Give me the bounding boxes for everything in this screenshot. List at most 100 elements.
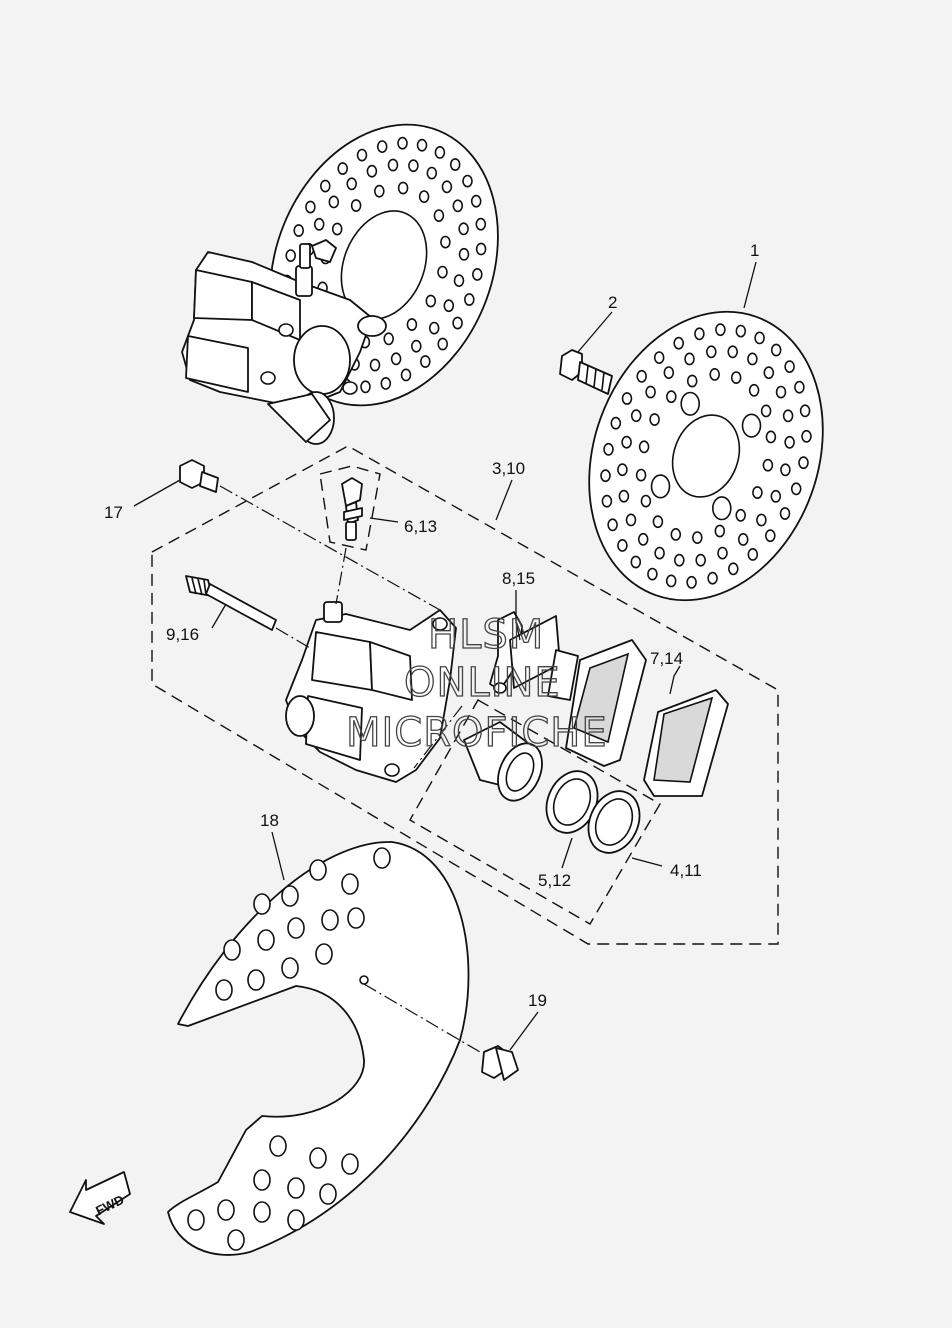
disc-vent-hole [790,482,802,496]
guard-vent-hole [253,1169,271,1191]
disc-vent-hole [360,380,371,394]
disc-guard-part-18 [167,841,470,1256]
disc-vent-hole [383,332,395,346]
disc-vent-hole [647,567,658,581]
guard-vent-hole [223,939,241,961]
disc-vent-hole [637,532,649,546]
guard-vent-hole [321,909,339,931]
disc-vent-hole [449,158,461,171]
disc-vent-hole [621,392,633,405]
disc-vent-hole [730,371,742,384]
disc-vent-hole [313,217,325,231]
disc-vent-hole [617,463,628,477]
disc-vent-hole [458,247,470,261]
disc-vent-hole [794,380,805,394]
disc-vent-hole [649,413,660,426]
alignment-lines [219,485,481,1053]
disc-slot-hole [741,413,762,438]
disc-vent-hole [798,456,809,470]
disc-vent-hole [779,507,791,520]
disc-vent-hole [691,531,703,544]
disc-vent-hole [293,224,305,237]
disc-vent-hole [645,385,656,399]
guard-vent-hole [217,1199,235,1221]
disc-vent-hole [610,416,622,430]
guard-vent-hole [347,907,365,929]
disc-vent-hole [670,528,682,541]
disc-vent-hole [763,366,775,380]
disc-vent-hole [715,323,726,337]
disc-vent-hole [665,390,677,404]
disc-vent-hole [686,374,698,388]
guard-vent-hole [281,885,299,907]
callout-4-11: 4,11 [670,861,702,880]
disc-vent-hole [748,383,760,397]
piston-and-seals [409,699,661,925]
disc-vent-hole [603,442,614,456]
brake-pads-part-7 [547,639,729,797]
disc-vent-hole [630,555,642,569]
callout-6-13: 6,13 [404,517,437,536]
guard-vent-hole [309,859,327,881]
guard-vent-hole [287,917,305,939]
disc-vent-hole [801,429,812,443]
guard-vent-hole [187,1209,205,1231]
disc-vent-hole [380,376,392,390]
disc-vent-hole [636,369,648,383]
callout-8-15: 8,15 [502,569,535,588]
disc-vent-hole [400,368,412,382]
disc-vent-hole [337,162,349,175]
disc-vent-hole [440,235,451,249]
callout-18: 18 [260,811,279,830]
disc-vent-hole [452,316,463,330]
disc-vent-hole [707,571,718,585]
disc-vent-hole [714,524,726,538]
disc-vent-hole [428,321,440,335]
disc-vent-hole [458,222,469,236]
disc-vent-hole [717,546,728,560]
disc-vent-hole [470,194,482,208]
disc-vent-hole [705,345,717,359]
disc-vent-hole [397,136,408,150]
disc-vent-hole [780,463,791,477]
disc-vent-hole [331,222,343,236]
disc-vent-hole [695,553,707,567]
disc-vent-hole [437,337,449,351]
disc-vent-hole [285,249,297,262]
disc-vent-hole [376,140,388,153]
callout-5-12: 5,12 [538,871,571,890]
disc-vent-hole [452,199,464,213]
disc-slot-hole [711,496,732,521]
disc-vent-hole [747,352,758,366]
disc-vent-hole [756,513,767,527]
disc-vent-hole [727,562,739,576]
callout-7-14: 7,14 [650,649,683,668]
disc-vent-hole [601,494,613,508]
disc-vent-hole [621,435,632,449]
guard-vent-hole [287,1209,305,1231]
disc-vent-hole [665,574,677,588]
disc-vent-hole [410,339,422,353]
disc-vent-hole [782,409,794,423]
guard-vent-hole [373,847,391,869]
disc-vent-hole [443,299,455,313]
disc-vent-hole [694,327,705,341]
disc-vent-hole [784,435,795,449]
disc-vent-hole [638,440,650,454]
disc-vent-hole [387,158,399,172]
disc-vent-hole [652,515,664,529]
watermark-line-1: HLSM [428,612,544,658]
callout-1: 1 [750,241,759,260]
disc-vent-hole [406,318,418,331]
leader-lines [133,261,757,1051]
disc-vent-hole [346,177,358,191]
disc-vent-hole [366,164,378,178]
slide-pin-part-9 [185,575,277,631]
disc-vent-hole [686,575,697,589]
watermark-line-2: ONLINE [404,660,561,706]
guard-vent-hole [287,1177,305,1199]
guard-vent-hole [315,943,333,965]
disc-vent-hole [600,469,611,483]
disc-vent-hole [752,486,763,499]
